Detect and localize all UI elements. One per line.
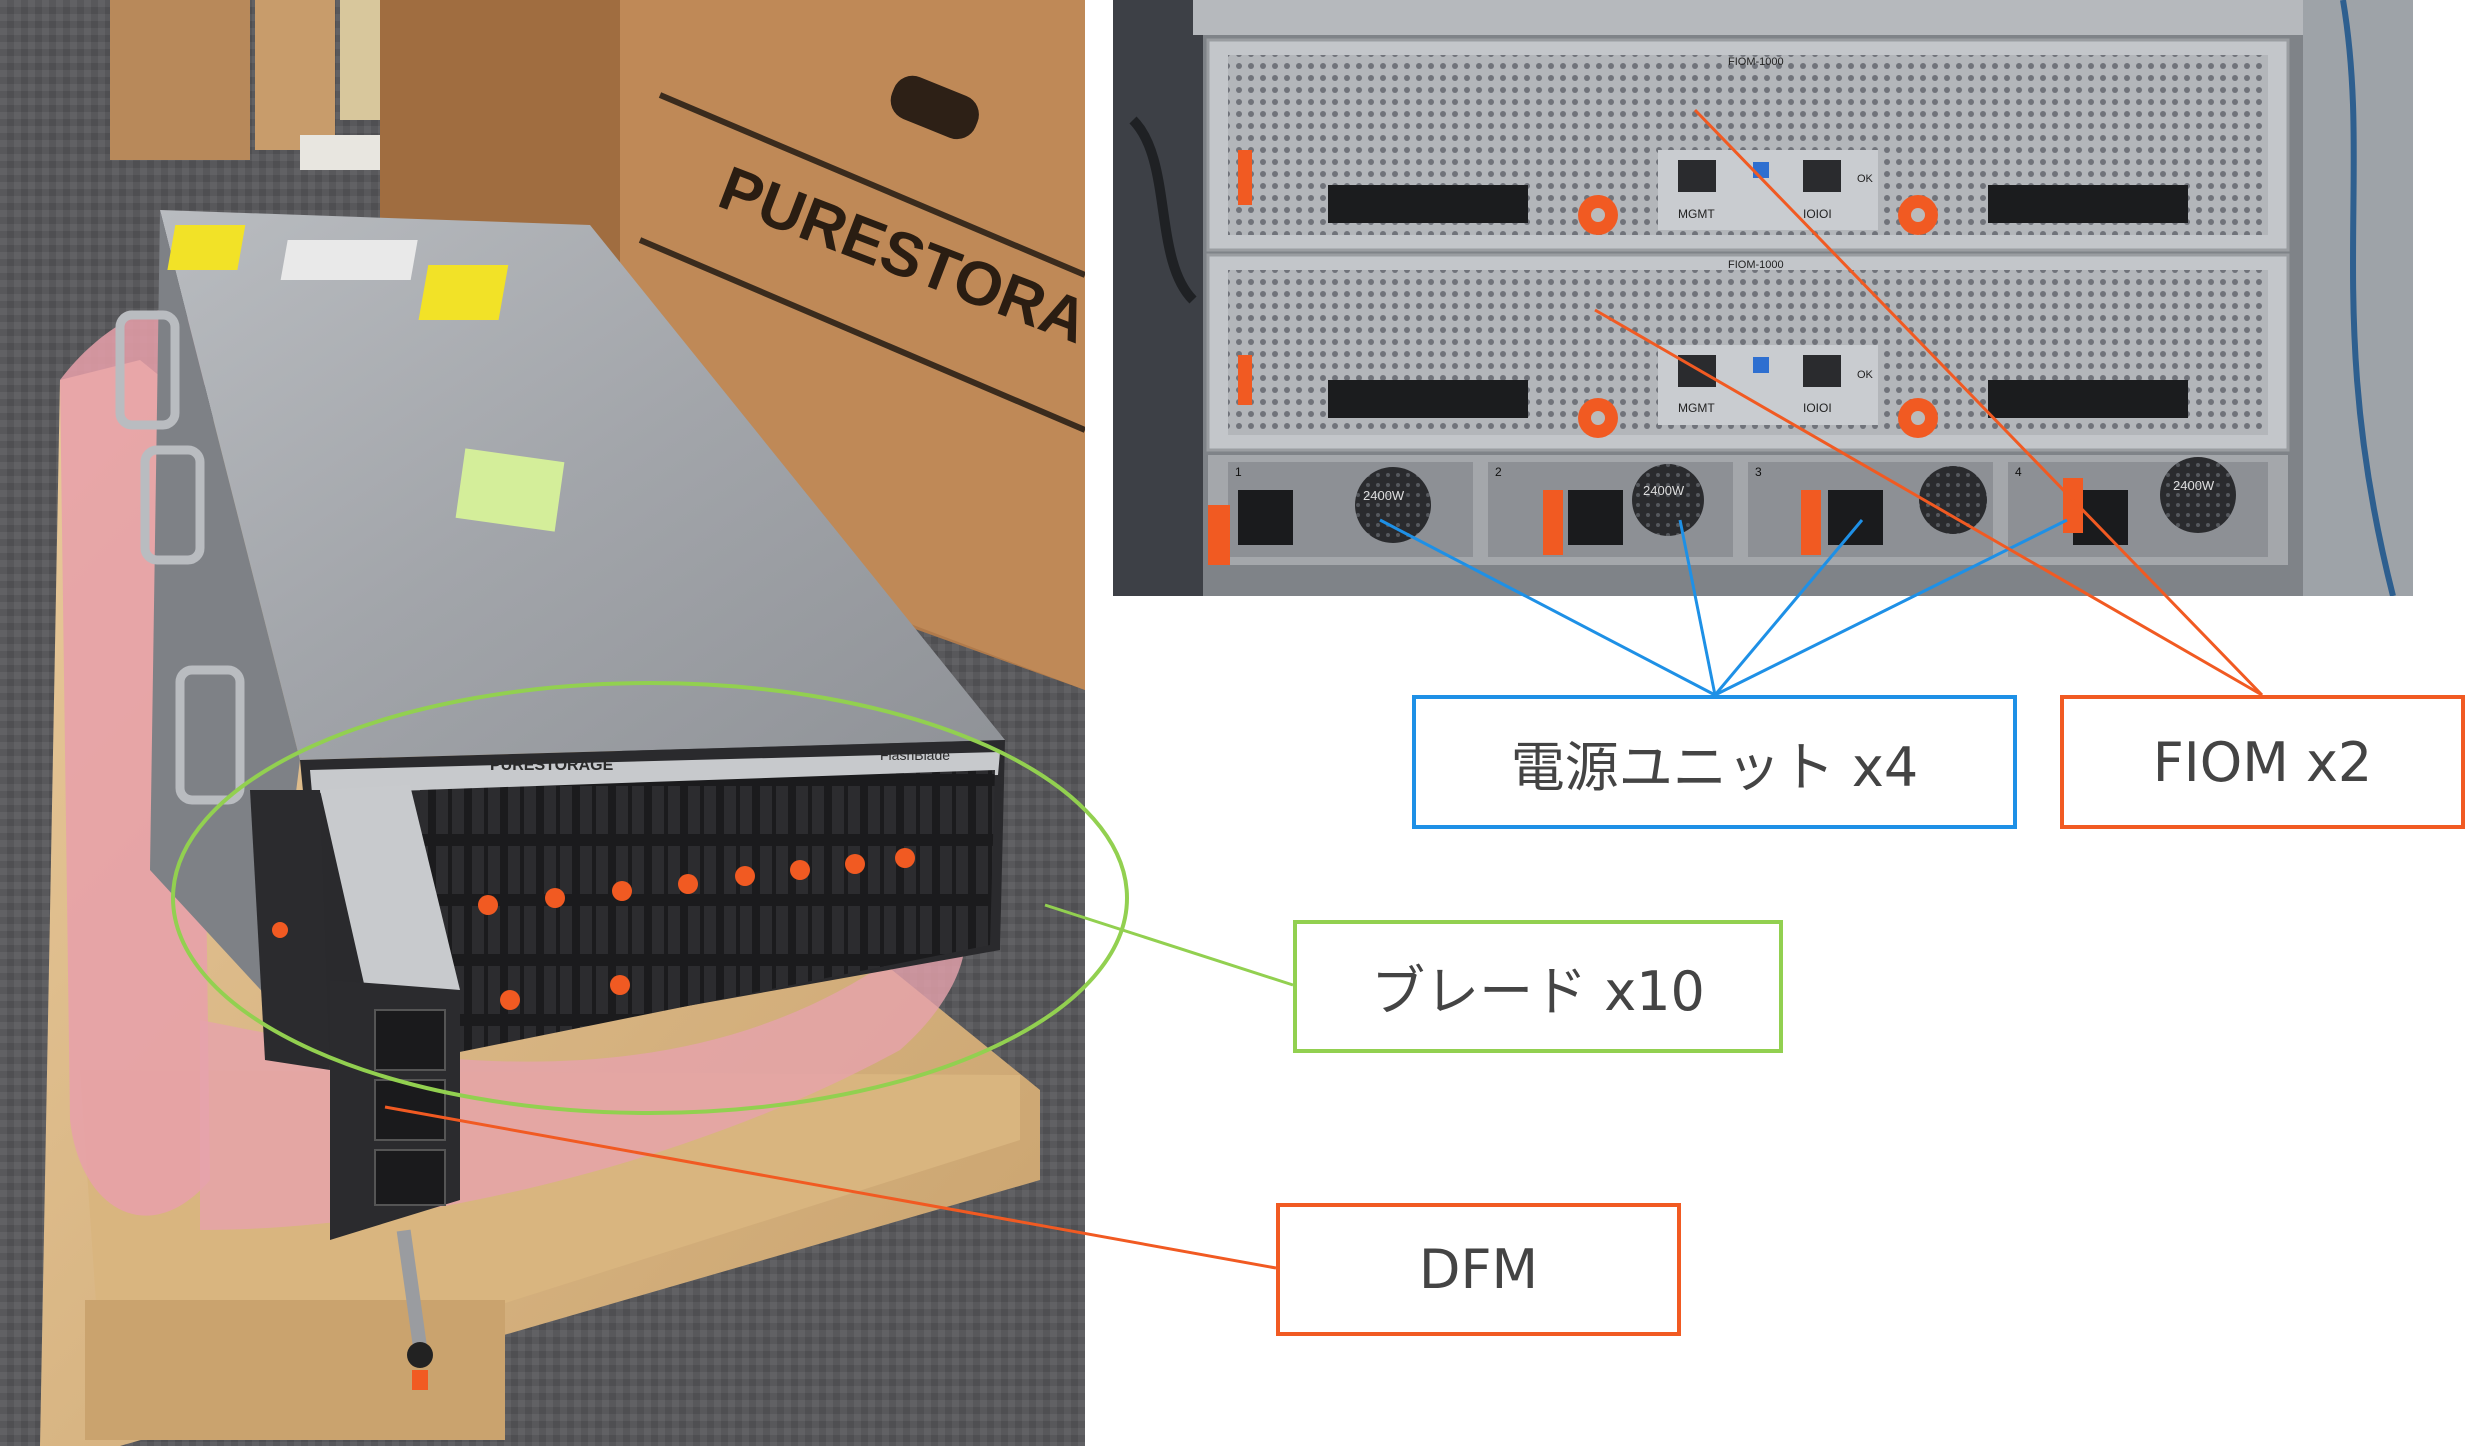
chassis-illustration: PURESTORAGE PURESTORAGE FlashBlade	[0, 0, 1085, 1446]
rear-illustration: FIOM-1000 MGMT IOIOI OK FIOM-1000 MGMT I…	[1113, 0, 2413, 596]
fiom-top-port-label: IOIOI	[1803, 207, 1832, 221]
fiom-bottom-label: FIOM-1000	[1728, 259, 1784, 271]
callout-dfm-text: DFM	[1418, 1238, 1539, 1301]
photo-flashblade-chassis: PURESTORAGE PURESTORAGE FlashBlade	[0, 0, 1085, 1446]
psu2-slot: 2	[1495, 465, 1502, 479]
fiom-top-mgmt-label: MGMT	[1678, 207, 1715, 221]
psu1-slot: 1	[1235, 465, 1242, 479]
fiom-bottom-ok-label: OK	[1857, 369, 1874, 381]
callout-fiom: FIOM x2	[2060, 695, 2465, 829]
fiom-top-ok-label: OK	[1857, 173, 1874, 185]
chassis-brand-text: PURESTORAGE	[490, 757, 614, 774]
psu3-slot: 3	[1755, 465, 1762, 479]
chassis-model-text: FlashBlade	[880, 747, 950, 763]
psu4-slot: 4	[2015, 465, 2022, 479]
fiom-top-label: FIOM-1000	[1728, 56, 1784, 68]
callout-psu: 電源ユニット x4	[1412, 695, 2017, 829]
psu1-rating: 2400W	[1363, 488, 1405, 503]
fiom-bottom-port-label: IOIOI	[1803, 401, 1832, 415]
psu4-rating: 2400W	[2173, 478, 2215, 493]
photo-chassis-rear: FIOM-1000 MGMT IOIOI OK FIOM-1000 MGMT I…	[1113, 0, 2413, 596]
callout-psu-text: 電源ユニット x4	[1510, 735, 1919, 799]
callout-blade: ブレード x10	[1293, 920, 1783, 1053]
fiom-bottom-mgmt-label: MGMT	[1678, 401, 1715, 415]
callout-dfm: DFM	[1276, 1203, 1681, 1336]
callout-blade-text: ブレード x10	[1371, 960, 1705, 1023]
callout-fiom-text: FIOM x2	[2152, 730, 2373, 794]
psu2-rating: 2400W	[1643, 483, 1685, 498]
